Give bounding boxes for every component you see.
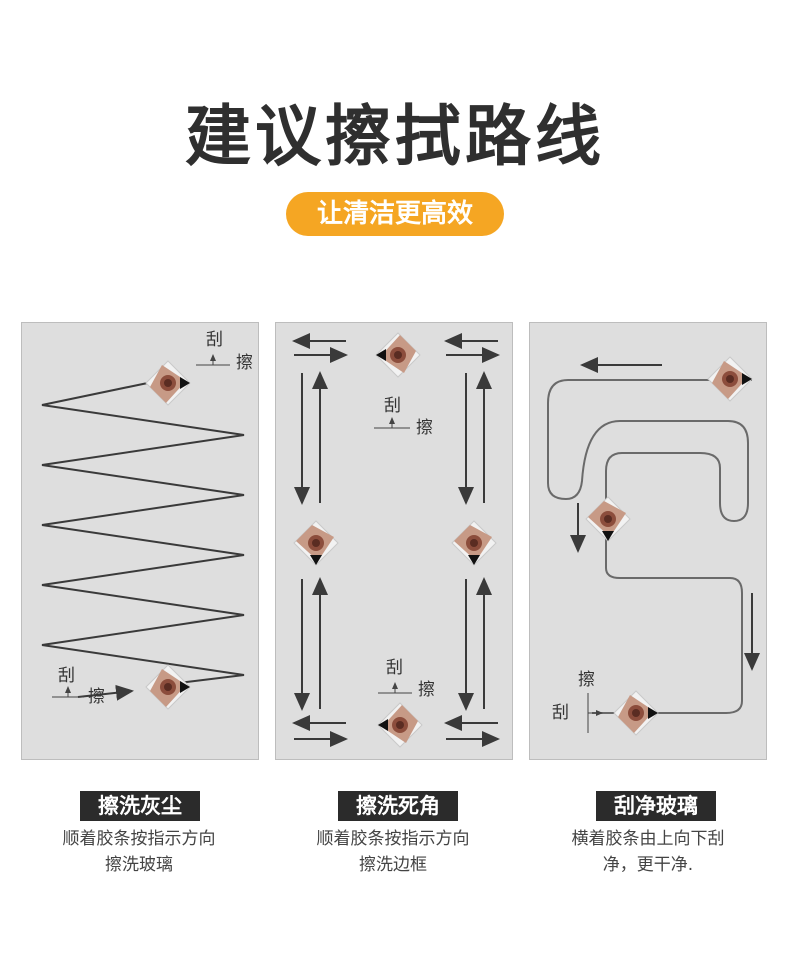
scrape-label: 刮: [386, 658, 403, 678]
scrape-label: 刮: [384, 396, 401, 416]
panel-squeegee-route: 擦 刮: [529, 322, 767, 760]
card-desc: 横着胶条由上向下刮 净，更干净.: [529, 826, 767, 878]
card-desc: 顺着胶条按指示方向 擦洗边框: [274, 826, 512, 878]
scrape-label: 刮: [58, 666, 75, 686]
card-desc-line: 擦洗边框: [359, 855, 427, 875]
subtitle-badge: 让清洁更高效: [286, 192, 504, 236]
card-desc-line: 顺着胶条按指示方向: [62, 829, 216, 849]
scrape-label: 刮: [552, 703, 569, 723]
wipe-label: 擦: [418, 680, 435, 700]
panel-corner-route: 刮 擦 刮 擦: [275, 322, 513, 760]
wiper-tool-icon: [145, 664, 191, 710]
panel-dust-route: 刮 擦 刮 擦: [21, 322, 259, 760]
card-desc-line: 顺着胶条按指示方向: [316, 829, 470, 849]
card-desc-line: 净，更干净.: [602, 855, 694, 875]
card-title: 刮净玻璃: [596, 791, 716, 821]
card-desc-line: 擦洗玻璃: [105, 855, 173, 875]
wipe-label: 擦: [416, 418, 433, 438]
scrape-label: 刮: [206, 330, 223, 350]
page-title: 建议擦拭路线: [185, 98, 605, 175]
wipe-label: 擦: [578, 670, 595, 690]
card-title: 擦洗死角: [338, 791, 458, 821]
wipe-label: 擦: [236, 353, 253, 373]
card-desc: 顺着胶条按指示方向 擦洗玻璃: [20, 826, 258, 878]
wipe-label: 擦: [88, 687, 105, 707]
card-desc-line: 横着胶条由上向下刮: [571, 829, 725, 849]
wiper-tool-icon: [145, 360, 191, 406]
card-title: 擦洗灰尘: [80, 791, 200, 821]
